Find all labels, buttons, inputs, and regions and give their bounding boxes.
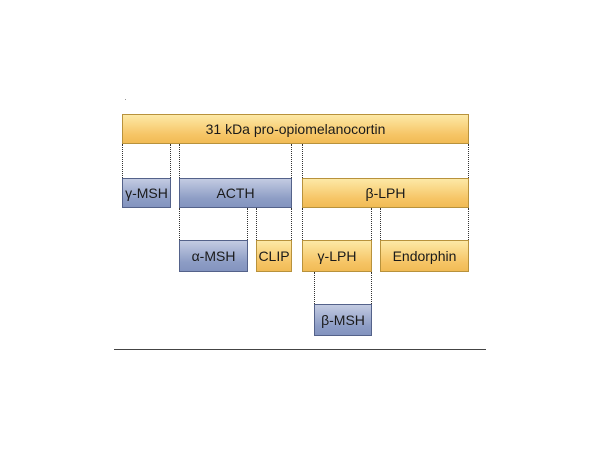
- connector-line: [468, 144, 469, 178]
- clip-box: CLIP: [256, 240, 292, 272]
- connector-line: [179, 144, 180, 178]
- bottom-rule: [114, 349, 486, 350]
- connector-line: [302, 144, 303, 178]
- gamma-msh-label: γ-MSH: [125, 185, 168, 201]
- beta-lph-box: β-LPH: [302, 178, 469, 208]
- connector-line: [380, 208, 381, 240]
- gamma-lph-box: γ-LPH: [302, 240, 372, 272]
- connector-line: [371, 208, 372, 240]
- connector-line: [247, 208, 248, 240]
- beta-lph-label: β-LPH: [365, 185, 406, 201]
- alpha-msh-label: α-MSH: [191, 248, 236, 264]
- clip-label: CLIP: [258, 248, 290, 264]
- gamma-lph-label: γ-LPH: [317, 248, 357, 264]
- connector-line: [291, 144, 292, 178]
- connector-line: [122, 144, 123, 178]
- beta-msh-box: β-MSH: [314, 304, 372, 336]
- alpha-msh-box: α-MSH: [179, 240, 248, 272]
- pomc-label: 31 kDa pro-opiomelanocortin: [205, 121, 386, 137]
- connector-line: [170, 144, 171, 178]
- connector-line: [302, 208, 303, 240]
- connector-line: [291, 208, 292, 240]
- acth-box: ACTH: [179, 178, 292, 208]
- beta-msh-label: β-MSH: [321, 312, 365, 328]
- acth-label: ACTH: [216, 185, 255, 201]
- gamma-msh-box: γ-MSH: [122, 178, 171, 208]
- pomc-bar: 31 kDa pro-opiomelanocortin: [122, 114, 469, 144]
- connector-line: [314, 272, 315, 304]
- connector-line: [256, 208, 257, 240]
- endorphin-label: Endorphin: [392, 248, 457, 264]
- stray-dot: [125, 99, 126, 100]
- connector-line: [468, 208, 469, 240]
- connector-line: [371, 272, 372, 304]
- connector-line: [179, 208, 180, 240]
- endorphin-box: Endorphin: [380, 240, 469, 272]
